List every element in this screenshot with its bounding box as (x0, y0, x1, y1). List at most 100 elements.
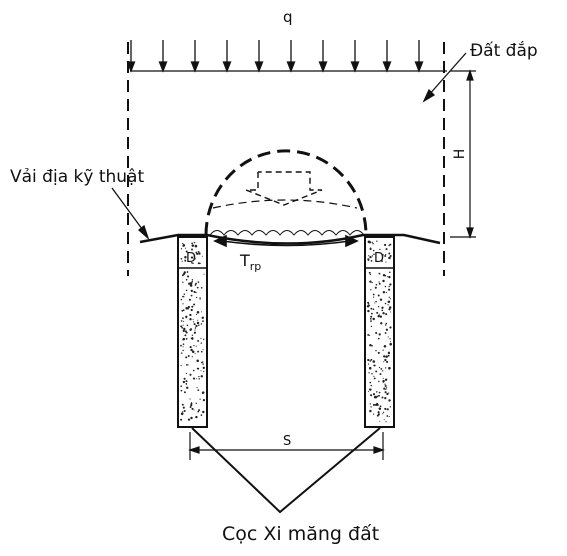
speckle-dot (195, 296, 198, 299)
fill-label: Đất đắp (470, 40, 538, 61)
load-arrowhead-4 (222, 61, 232, 73)
speckle-dot (373, 377, 376, 380)
speckle-dot (370, 406, 372, 408)
speckle-dot (389, 326, 392, 329)
speckle-dot (384, 285, 387, 288)
speckle-dot (368, 241, 372, 244)
speckle-dot (200, 414, 203, 416)
speckle-dot (370, 320, 372, 322)
speckle-dot (386, 276, 389, 278)
speckle-dot (372, 308, 375, 311)
speckle-dot (382, 312, 385, 315)
speckle-dot (370, 289, 372, 291)
pile-cap-label-left: D (186, 251, 196, 266)
speckle-dot (195, 345, 197, 347)
speckle-dot (180, 385, 183, 388)
speckle-dot (372, 360, 376, 363)
speckle-dot (389, 298, 391, 300)
fill-leader-arrow (422, 52, 467, 103)
speckle-dot (196, 387, 198, 389)
speckle-dot (197, 389, 200, 391)
load-arrowhead-3 (190, 61, 200, 73)
speckle-dot (182, 343, 185, 346)
speckle-dot (389, 243, 392, 246)
speckle-dot (388, 306, 392, 309)
speckle-dot (382, 273, 386, 277)
speckle-dot (387, 354, 390, 357)
speckle-dot (201, 255, 203, 257)
speckle-dot (383, 419, 385, 421)
speckle-dot (185, 250, 188, 253)
speckle-dot (385, 421, 387, 423)
speckle-dot (182, 317, 184, 319)
speckle-dot (385, 387, 388, 389)
speckle-dot (384, 384, 387, 388)
speckle-dot (382, 381, 384, 383)
speckle-dot (195, 282, 198, 285)
speckle-dot (191, 248, 193, 251)
speckle-dot (191, 242, 193, 245)
speckle-dot (379, 420, 381, 422)
speckle-dot (183, 377, 186, 380)
speckle-dot (370, 315, 373, 318)
speckle-dot (192, 262, 194, 265)
speckle-dot (371, 241, 373, 243)
speckle-dot (368, 366, 372, 370)
speckle-dot (191, 244, 195, 247)
speckle-dot (190, 294, 193, 297)
speckle-dot (183, 320, 185, 323)
speckle-dot (194, 244, 198, 248)
speckle-dot (378, 333, 381, 336)
load-arrowhead-9 (382, 61, 392, 73)
speckle-dot (371, 373, 373, 375)
spacing-label: S (283, 434, 291, 449)
speckle-dot (197, 319, 199, 321)
speckle-dot (380, 315, 382, 317)
speckle-dot (200, 375, 203, 378)
speckle-dot (197, 410, 200, 413)
speckle-dot (189, 282, 193, 285)
speckle-dot (383, 345, 387, 348)
speckle-dot (191, 402, 193, 404)
speckle-dot (193, 331, 197, 334)
speckle-dot (180, 418, 183, 421)
speckle-dot (187, 418, 191, 421)
speckle-dot (189, 373, 192, 376)
speckle-dot (183, 410, 186, 412)
speckle-dot (201, 311, 203, 313)
speckle-dot (388, 256, 391, 260)
speckle-dot (195, 313, 198, 316)
speckle-dot (203, 338, 205, 340)
speckle-dot (201, 391, 205, 394)
speckle-dot (387, 304, 389, 306)
speckle-dot (379, 248, 381, 251)
speckle-dot (182, 324, 184, 326)
speckle-dot (366, 305, 370, 308)
speckle-dot (184, 259, 187, 262)
speckle-dot (182, 349, 184, 352)
speckle-dot (198, 378, 200, 380)
speckle-dot (203, 273, 205, 275)
speckle-dot (182, 295, 184, 298)
speckle-dot (370, 260, 373, 262)
speckle-dot (385, 261, 387, 263)
speckle-dot (377, 314, 381, 318)
speckle-dot (185, 278, 188, 281)
speckle-dot (384, 397, 387, 400)
speckle-dot (381, 253, 384, 256)
speckle-dot (190, 289, 193, 293)
speckle-dot (186, 386, 189, 389)
speckle-dot (185, 380, 188, 383)
speckle-dot (369, 280, 372, 283)
speckle-dot (385, 388, 387, 391)
speckle-dot (385, 248, 388, 251)
speckle-dot (385, 322, 388, 325)
speckle-dot (388, 399, 391, 402)
speckle-dot (200, 323, 203, 325)
speckle-dot (375, 283, 378, 286)
speckle-dot (387, 351, 391, 355)
speckle-dot (181, 274, 184, 277)
speckle-dot (379, 373, 382, 376)
load-arrowhead-5 (254, 61, 264, 73)
speckle-dot (199, 262, 201, 264)
